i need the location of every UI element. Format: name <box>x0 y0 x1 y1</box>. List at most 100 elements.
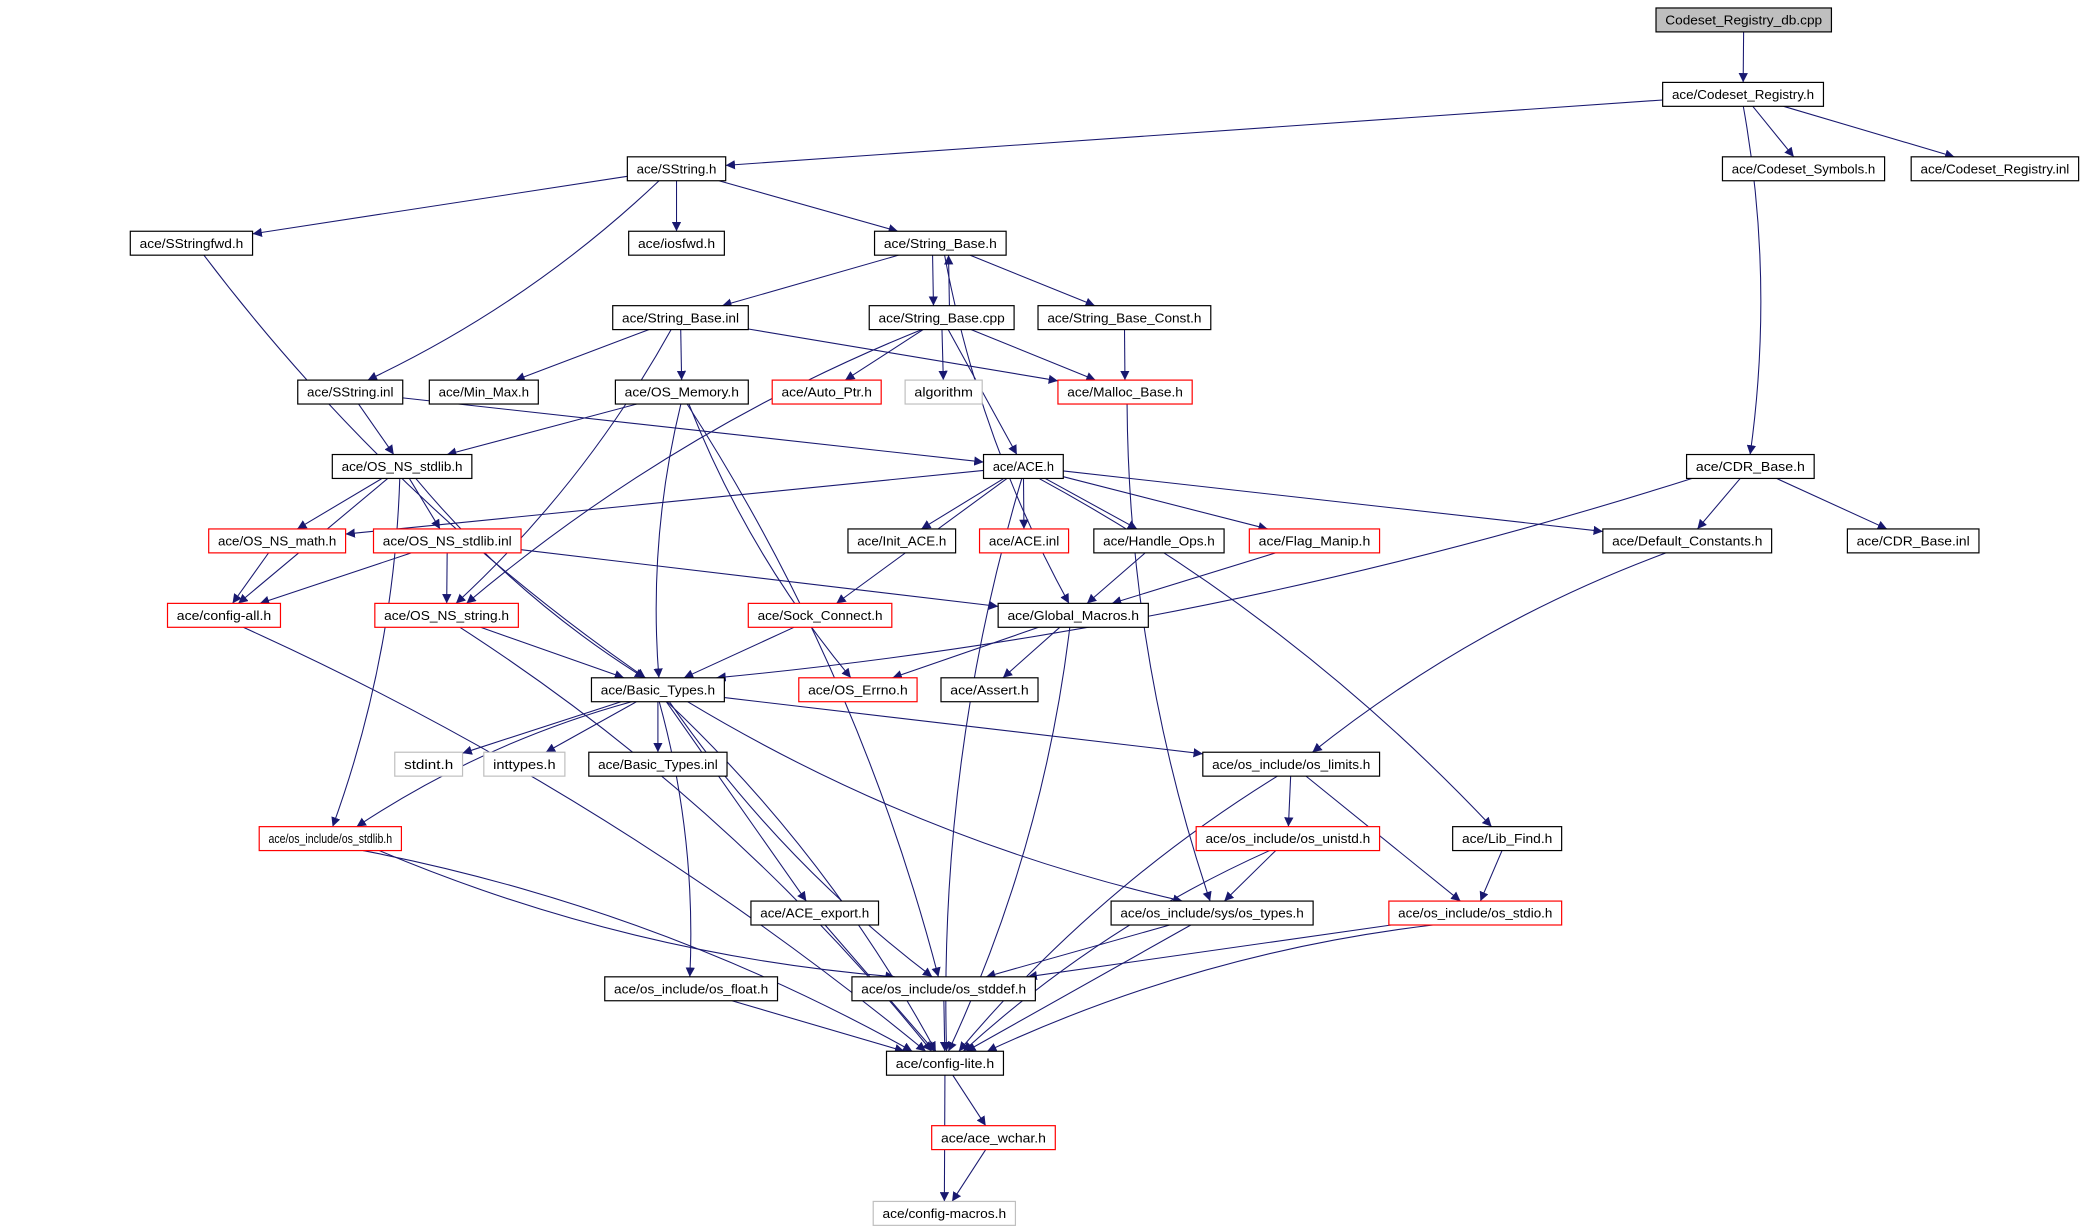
node-codeset-registry-db-cpp[interactable]: Codeset_Registry_db.cpp <box>1655 7 1833 33</box>
node-label: ace/String_Base.cpp <box>879 310 1005 325</box>
node-ace-os-include-os-unistd-h[interactable]: ace/os_include/os_unistd.h <box>1195 826 1381 852</box>
node-ace-sstring-h[interactable]: ace/SString.h <box>626 156 727 182</box>
node-box <box>847 528 957 554</box>
edge-ace-codeset-registry-h-to-ace-codeset-registry-inl <box>1783 105 1955 159</box>
node-label: ace/Auto_Ptr.h <box>782 385 872 400</box>
node-label: ace/os_include/os_unistd.h <box>1205 831 1370 846</box>
node-ace-os-memory-h[interactable]: ace/OS_Memory.h <box>614 379 749 405</box>
node-box <box>872 1200 1017 1226</box>
node-ace-os-include-os-stdlib-h[interactable]: ace/os_include/os_stdlib.h <box>258 826 403 852</box>
node-ace-os-ns-string-h[interactable]: ace/OS_NS_string.h <box>374 602 519 628</box>
node-label: ace/Codeset_Registry.inl <box>1920 161 2069 176</box>
edge-ace-os-include-os-stdio-h-to-ace-os-include-os-stddef-h <box>1027 924 1392 981</box>
node-ace-string-base-inl[interactable]: ace/String_Base.inl <box>612 305 749 331</box>
node-ace-string-base-h[interactable]: ace/String_Base.h <box>873 230 1007 256</box>
node-ace-iosfwd-h[interactable]: ace/iosfwd.h <box>628 230 725 256</box>
node-label: ace/Sock_Connect.h <box>758 608 883 623</box>
node-label: ace/SStringfwd.h <box>140 236 244 251</box>
node-ace-assert-h[interactable]: ace/Assert.h <box>940 677 1039 703</box>
node-box <box>747 602 893 628</box>
edge-ace-string-base-h-to-ace-string-base-inl <box>722 254 899 308</box>
edge-ace-malloc-base-h-to-ace-os-include-sys-os-types-h <box>1126 404 1212 902</box>
node-ace-os-include-os-stdio-h[interactable]: ace/os_include/os_stdio.h <box>1388 900 1563 926</box>
node-ace-default-constants-h[interactable]: ace/Default_Constants.h <box>1602 528 1773 554</box>
node-ace-os-errno-h[interactable]: ace/OS_Errno.h <box>798 677 918 703</box>
node-ace-codeset-registry-h[interactable]: ace/Codeset_Registry.h <box>1662 81 1825 107</box>
node-ace-sstring-inl[interactable]: ace/SString.inl <box>297 379 404 405</box>
node-label: ace/OS_Errno.h <box>808 682 908 697</box>
node-box <box>873 230 1007 256</box>
node-box <box>1655 7 1833 33</box>
node-ace-codeset-symbols-h[interactable]: ace/Codeset_Symbols.h <box>1721 156 1886 182</box>
node-ace-min-max-h[interactable]: ace/Min_Max.h <box>428 379 539 405</box>
node-ace-cdr-base-inl[interactable]: ace/CDR_Base.inl <box>1846 528 1980 554</box>
node-box <box>771 379 882 405</box>
node-ace-ace-inl[interactable]: ace/ACE.inl <box>978 528 1070 554</box>
node-ace-os-include-os-stddef-h[interactable]: ace/os_include/os_stddef.h <box>851 976 1036 1002</box>
node-ace-os-ns-stdlib-inl[interactable]: ace/OS_NS_stdlib.inl <box>372 528 522 554</box>
node-ace-ace-wchar-h[interactable]: ace/ace_wchar.h <box>931 1125 1056 1151</box>
node-ace-string-base-cpp[interactable]: ace/String_Base.cpp <box>868 305 1015 331</box>
node-ace-os-include-os-limits-h[interactable]: ace/os_include/os_limits.h <box>1202 751 1381 777</box>
node-box <box>590 677 725 703</box>
node-box <box>940 677 1039 703</box>
node-algorithm[interactable]: algorithm <box>904 379 983 405</box>
edge-ace-os-ns-math-h-to-ace-config-all-h <box>232 552 270 604</box>
node-ace-basic-types-h[interactable]: ace/Basic_Types.h <box>590 677 725 703</box>
node-ace-handle-ops-h[interactable]: ace/Handle_Ops.h <box>1093 528 1225 554</box>
edge-ace-sock-connect-h-to-ace-basic-types-h <box>683 626 795 679</box>
node-ace-config-lite-h[interactable]: ace/config-lite.h <box>885 1050 1005 1076</box>
node-label: ace/Flag_Manip.h <box>1259 534 1371 549</box>
node-ace-os-include-os-float-h[interactable]: ace/os_include/os_float.h <box>604 976 779 1002</box>
node-ace-global-macros-h[interactable]: ace/Global_Macros.h <box>997 602 1149 628</box>
edge-ace-os-ns-stdlib-h-to-ace-os-ns-stdlib-inl <box>408 478 441 530</box>
node-ace-config-all-h[interactable]: ace/config-all.h <box>166 602 282 628</box>
edge-ace-cdr-base-h-to-ace-basic-types-h <box>716 477 1692 682</box>
edge-ace-string-base-h-to-ace-global-macros-h <box>944 255 1070 604</box>
edge-ace-basic-types-h-to-ace-os-include-sys-os-types-h <box>687 701 1183 904</box>
node-ace-malloc-base-h[interactable]: ace/Malloc_Base.h <box>1057 379 1193 405</box>
node-ace-sstringfwd-h[interactable]: ace/SStringfwd.h <box>129 230 254 256</box>
node-box <box>374 602 519 628</box>
node-label: ace/Basic_Types.h <box>601 682 715 697</box>
node-ace-os-ns-math-h[interactable]: ace/OS_NS_math.h <box>208 528 347 554</box>
node-ace-config-macros-h[interactable]: ace/config-macros.h <box>872 1200 1017 1226</box>
node-label: ace/os_include/os_stdio.h <box>1398 906 1552 921</box>
node-label: ace/os_include/os_limits.h <box>1212 757 1370 772</box>
node-ace-lib-find-h[interactable]: ace/Lib_Find.h <box>1452 826 1563 852</box>
node-label: stdint.h <box>404 757 453 772</box>
node-box <box>258 826 403 852</box>
edge-ace-string-base-h-to-ace-string-base-cpp <box>928 255 938 306</box>
node-ace-os-include-sys-os-types-h[interactable]: ace/os_include/sys/os_types.h <box>1110 900 1314 926</box>
node-ace-string-base-const-h[interactable]: ace/String_Base_Const.h <box>1037 305 1212 331</box>
node-box <box>1685 453 1815 480</box>
edge-ace-os-include-os-limits-h-to-ace-config-lite-h <box>958 775 1278 1052</box>
edge-ace-codeset-registry-h-to-ace-sstring-h <box>725 99 1663 170</box>
node-inttypes-h[interactable]: inttypes.h <box>483 751 566 777</box>
edge-ace-ace-h-to-ace-os-ns-math-h <box>345 469 984 538</box>
node-ace-ace-export-h[interactable]: ace/ACE_export.h <box>750 900 880 926</box>
node-label: ace/ACE.inl <box>989 534 1059 549</box>
node-ace-ace-h[interactable]: ace/ACE.h <box>982 453 1064 480</box>
node-ace-init-ace-h[interactable]: ace/Init_ACE.h <box>847 528 957 554</box>
node-ace-basic-types-inl[interactable]: ace/Basic_Types.inl <box>588 751 728 777</box>
node-label: ace/ace_wchar.h <box>941 1130 1046 1145</box>
node-label: ace/String_Base.h <box>884 236 997 251</box>
node-ace-flag-manip-h[interactable]: ace/Flag_Manip.h <box>1248 528 1381 554</box>
edge-ace-config-lite-h-to-ace-ace-wchar-h <box>952 1074 987 1126</box>
node-ace-codeset-registry-inl[interactable]: ace/Codeset_Registry.inl <box>1910 156 2080 182</box>
node-ace-os-ns-stdlib-h[interactable]: ace/OS_NS_stdlib.h <box>331 453 473 480</box>
edge-ace-ace-h-to-ace-handle-ops-h <box>1044 477 1138 530</box>
node-label: ace/OS_NS_math.h <box>218 534 336 549</box>
edge-ace-config-all-h-to-ace-config-lite-h <box>243 626 927 1052</box>
node-label: ace/config-all.h <box>177 608 271 623</box>
node-ace-sock-connect-h[interactable]: ace/Sock_Connect.h <box>747 602 893 628</box>
node-stdint-h[interactable]: stdint.h <box>394 751 464 777</box>
node-ace-auto-ptr-h[interactable]: ace/Auto_Ptr.h <box>771 379 882 405</box>
node-box <box>1846 528 1980 554</box>
node-box <box>885 1050 1005 1076</box>
node-box <box>604 976 779 1002</box>
node-box <box>978 528 1070 554</box>
edge-ace-os-include-sys-os-types-h-to-ace-config-lite-h <box>965 924 1192 1052</box>
node-ace-cdr-base-h[interactable]: ace/CDR_Base.h <box>1685 453 1815 480</box>
